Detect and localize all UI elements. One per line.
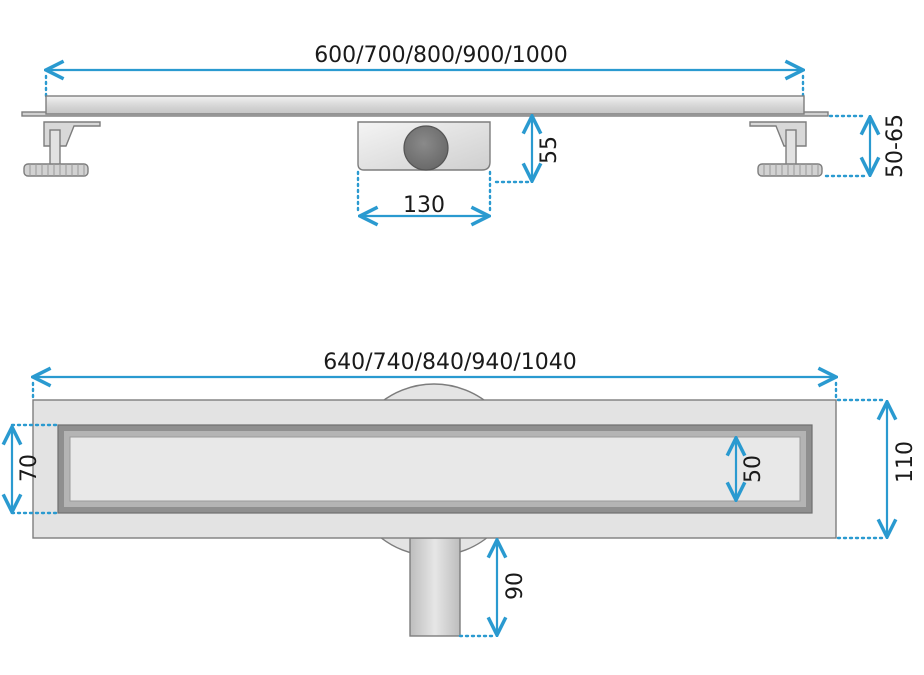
bottom-length-dimension: 640/740/840/940/1040 [33, 350, 836, 402]
foot-height-dimension: 50-65 [824, 114, 908, 178]
channel-body [45, 95, 805, 115]
left-mounting-foot [23, 121, 101, 177]
outlet-height-label: 55 [537, 136, 562, 164]
outlet-width-dimension: 130 [356, 170, 492, 218]
outlet-depth-label: 90 [503, 572, 528, 600]
outlet-box [357, 121, 491, 171]
foot-height-label: 50-65 [883, 114, 908, 178]
grate-width-label: 50 [741, 455, 766, 483]
frame-width-label: 70 [17, 454, 42, 482]
outlet-width-label: 130 [403, 193, 445, 218]
bottom-length-label: 640/740/840/940/1040 [323, 350, 577, 375]
right-foot-bracket [749, 121, 807, 147]
outlet-height-dimension: 55 [494, 116, 562, 184]
total-width-dimension: 110 [836, 398, 918, 540]
grate-insert [69, 436, 801, 502]
outlet-pipe [409, 537, 461, 637]
frame-width-dimension: 70 [12, 423, 60, 515]
right-mounting-foot [749, 121, 823, 177]
outlet-depth-dimension: 90 [458, 540, 528, 638]
top-length-label: 600/700/800/900/1000 [314, 43, 568, 68]
top-view: 600/700/800/900/1000 [21, 43, 908, 218]
top-length-dimension: 600/700/800/900/1000 [46, 43, 803, 98]
grate-width-dimension: 50 [736, 438, 766, 500]
bottom-view: 640/740/840/940/1040 70 50 [12, 350, 918, 638]
outlet-hole-icon [403, 125, 449, 171]
total-width-label: 110 [893, 441, 918, 483]
